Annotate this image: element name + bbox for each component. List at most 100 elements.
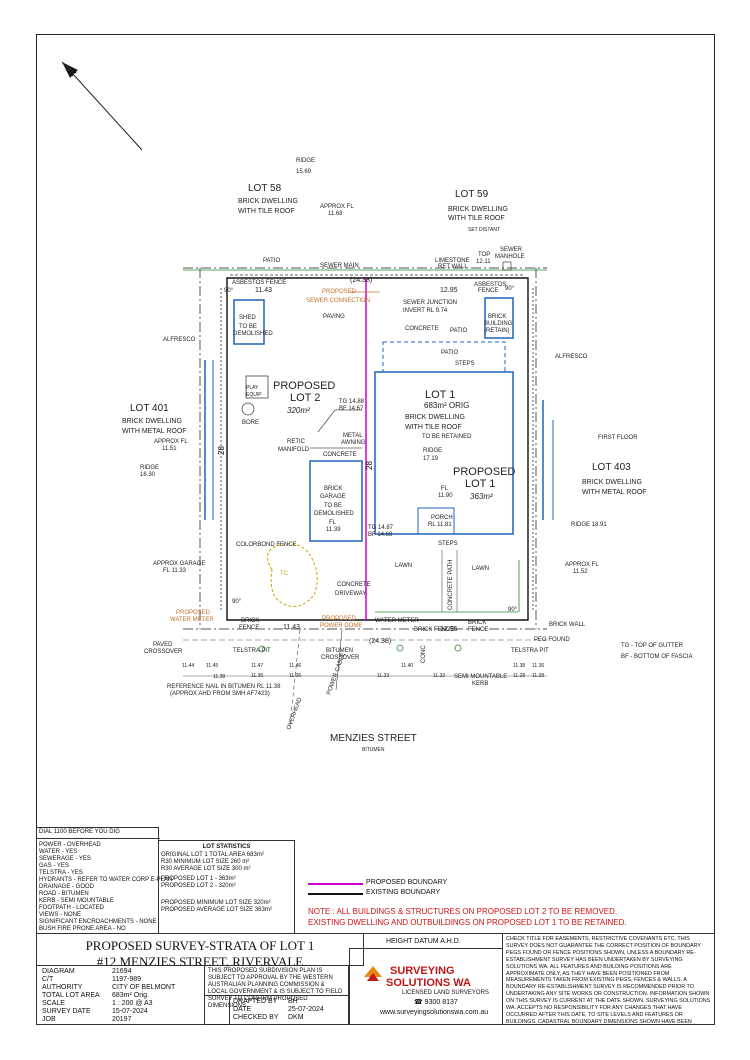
legend-proposed: PROPOSED BOUNDARY xyxy=(366,879,448,886)
top-value: 12.11 xyxy=(476,259,491,265)
semi-mountable: SEMI MOUNTABLE xyxy=(454,674,507,680)
lot-stat-line: PROPOSED LOT 2 - 320m² xyxy=(161,883,236,889)
ref-note-2: (APPROX AHD FROM SMH AF7423) xyxy=(170,691,270,697)
spot-level: 11.45 xyxy=(206,663,218,669)
lot2-title2: LOT 2 xyxy=(290,392,320,404)
angle-br: 90° xyxy=(508,607,518,613)
angle-tl: 90° xyxy=(224,288,234,294)
svg-text:28: 28 xyxy=(217,446,226,455)
spot-level: 11.38 xyxy=(213,674,225,680)
ridge-label: RIDGE xyxy=(296,158,315,164)
brick-fence-3: BRICK FENCE xyxy=(414,627,454,633)
overhead-label: OVERHEAD xyxy=(286,696,303,730)
kerb-label: KERB xyxy=(472,681,488,687)
bore-icon xyxy=(241,402,255,416)
service-line: SIGNIFICANT ENCROACHMENTS - NONE xyxy=(39,919,157,925)
spot-level: 11.47 xyxy=(251,663,263,669)
subdivision-note: THIS PROPOSED SUBDIVISION PLAN IS SUBJEC… xyxy=(204,965,349,1009)
service-line: POWER - OVERHEAD xyxy=(39,842,101,848)
conc-label: CONC xyxy=(421,645,427,663)
service-line: HYDRANTS - REFER TO WATER CORP E-PLAN xyxy=(39,877,173,883)
lot-stat-line: R30 AVERAGE LOT SIZE 300 m² xyxy=(161,866,251,872)
lot59-name: LOT 59 xyxy=(455,189,489,200)
spot-level: 11.40 xyxy=(401,663,413,669)
awning-label: AWNING xyxy=(341,440,366,446)
brick-wall: BRICK WALL xyxy=(549,622,586,628)
patio-lot1: PATIO xyxy=(441,350,458,356)
spot-level: 11.28 xyxy=(532,673,544,679)
brick-fence-2: FENCE xyxy=(239,625,259,631)
building-1: BRICK xyxy=(488,314,506,320)
concrete-top: CONCRETE xyxy=(405,326,439,332)
site-plan: N R xyxy=(61,61,693,753)
lot1-orig: 683m² ORIG xyxy=(424,401,469,410)
porch-label: PORCH xyxy=(431,515,453,521)
lot401-garage: APPROX GARAGE xyxy=(153,561,205,567)
date-value: 25-07-2024 xyxy=(288,1006,324,1013)
fence-2: FENCE xyxy=(478,288,498,294)
svg-text:28: 28 xyxy=(365,461,374,470)
dim-bottom-right: 12.95 xyxy=(440,626,458,633)
service-line: GAS - YES xyxy=(39,863,69,869)
spot-level: 11.32 xyxy=(433,673,445,679)
lot401-ridge-val: 16.30 xyxy=(140,472,156,478)
lot58-approx-fl: APPROX FL xyxy=(320,204,354,210)
garage-demo1: TO BE xyxy=(324,503,342,509)
telstra-left: TELSTRA PIT xyxy=(233,648,271,654)
service-line: WATER - YES xyxy=(39,849,78,855)
legend: PROPOSED BOUNDARY EXISTING BOUNDARY NOTE… xyxy=(308,878,648,928)
spot-level: 11.46 xyxy=(289,663,301,669)
top-label: TOP xyxy=(478,252,490,258)
checked-by-value: DKM xyxy=(288,1014,304,1021)
play-label: PLAY xyxy=(246,385,259,391)
brick-fence-5: FENCE xyxy=(468,627,488,633)
spot-level: 11.36 xyxy=(289,673,301,679)
spot-level: 11.38 xyxy=(513,663,525,669)
brick-fence-1: BRICK xyxy=(241,618,259,624)
lot403-name: LOT 403 xyxy=(592,462,631,473)
asbestos-label: ASBESTOS FENCE xyxy=(232,280,286,286)
lot403-alfresco: ALFRESCO xyxy=(555,354,588,360)
tg-note: TG - TOP OF GUTTER xyxy=(621,643,684,649)
lot1-desc2: WITH TILE ROOF xyxy=(405,424,462,431)
crossover-label: CROSSOVER xyxy=(144,649,183,655)
lot403-desc2: WITH METAL ROOF xyxy=(582,489,647,496)
building-2: BUILDING xyxy=(484,321,513,327)
bf-1: BF 14.67 xyxy=(339,406,364,412)
manhole-1: SEWER xyxy=(500,247,523,253)
lot59-desc2: WITH TILE ROOF xyxy=(448,215,505,222)
lot401-approx-fl: APPROX FL xyxy=(154,439,188,445)
lot401-ridge: RIDGE xyxy=(140,465,159,471)
paving-label: PAVING xyxy=(323,314,345,320)
concrete-mid: CONCRETE xyxy=(323,452,357,458)
garage-fl: FL xyxy=(329,520,337,526)
peg-found: PEG FOUND xyxy=(534,637,570,643)
proposed-sewer-2: SEWER CONNECTION xyxy=(306,298,370,304)
lot401-garage-fl: FL 11.33 xyxy=(163,568,187,574)
paved-label: PAVED xyxy=(153,642,173,648)
lot1-retained: TO BE RETAINED xyxy=(422,434,472,440)
lot-stat-line: R30 MINIMUM LOT SIZE 260 m² xyxy=(161,859,250,865)
lot59-note: SET DISTANT xyxy=(468,227,500,233)
service-line: ROAD - BITUMEN xyxy=(39,891,89,897)
lot-stat-line: PROPOSED MINIMUM LOT SIZE 320m² xyxy=(161,900,271,906)
garage-label-2: GARAGE xyxy=(320,494,346,500)
company-website: www.surveyingsolutionswa.com.au xyxy=(380,1009,489,1016)
play-equipment xyxy=(245,375,269,399)
sewer-main-label: SEWER MAIN xyxy=(320,263,359,269)
drafted-by-value: BH xyxy=(288,998,298,1005)
spot-level: 11.28 xyxy=(513,673,525,679)
awning-metal: METAL xyxy=(343,433,363,439)
equip-label: EQUIP xyxy=(246,392,262,398)
lot58-desc1: BRICK DWELLING xyxy=(238,198,298,205)
garage-demo2: DEMOLISHED xyxy=(314,511,354,517)
proposed-pd-1: PROPOSED xyxy=(322,616,357,622)
services-list: POWER - OVERHEAD WATER - YES SEWERAGE - … xyxy=(39,842,172,933)
bf-note: BF - BOTTOM OF FASCIA xyxy=(621,654,693,660)
lot1-dwelling xyxy=(374,297,514,535)
colorbond-fence: COLORBOND FENCE xyxy=(236,542,297,548)
manifold-label: MANIFOLD xyxy=(278,447,310,453)
